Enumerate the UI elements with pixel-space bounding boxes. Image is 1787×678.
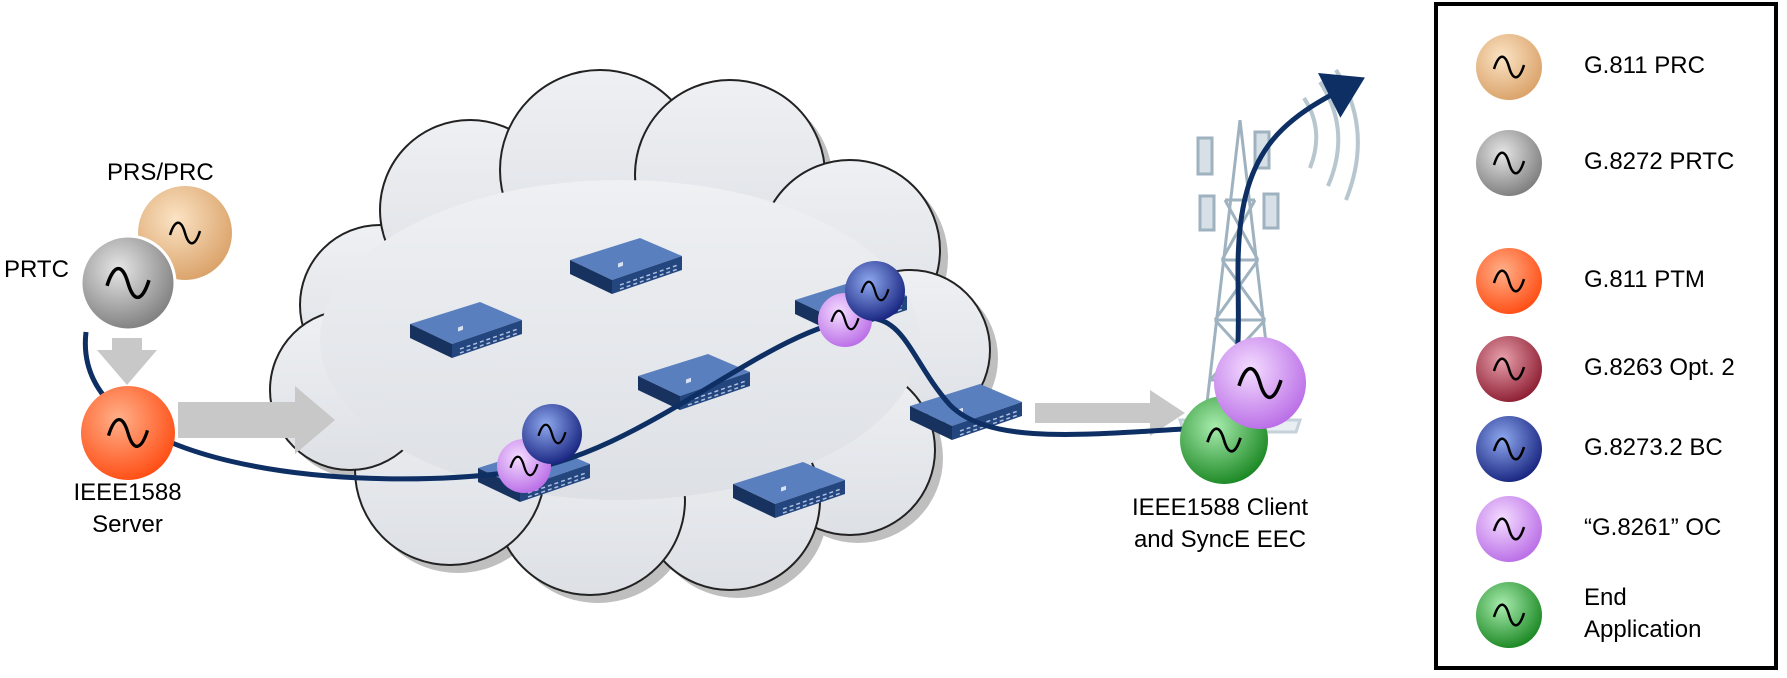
client-label-line2: and SyncE EEC: [1133, 526, 1307, 553]
server-label: IEEE1588 Server: [60, 477, 195, 541]
opt2-clock-icon: [1476, 336, 1542, 402]
legend-label: “G.8261” OC: [1584, 514, 1722, 541]
ptm-clock-icon: [1476, 248, 1542, 314]
oc-client-clock: [1214, 337, 1306, 429]
legend-item-prtc: G.8272 PRTC: [1438, 128, 1774, 208]
legend-label: G.811 PTM: [1584, 266, 1705, 293]
server-label-line1: IEEE1588: [73, 479, 182, 506]
server-label-line2: Server: [92, 511, 163, 538]
legend: G.811 PRC G.8272 PRTC G.811 PTM G.8263 O…: [1434, 2, 1778, 670]
prs-prc-label: PRS/PRC: [107, 159, 214, 186]
network-cloud: [269, 69, 998, 603]
legend-label: G.8272 PRTC: [1584, 148, 1735, 175]
legend-label: G.8273.2 BC: [1584, 434, 1723, 461]
bc-clock-1: [522, 404, 582, 464]
legend-label: G.8263 Opt. 2: [1584, 354, 1735, 381]
flow-arrows: [97, 338, 1185, 454]
legend-item-prc: G.811 PRC: [1438, 32, 1774, 112]
legend-label-line2: Application: [1584, 616, 1702, 643]
legend-label: G.811 PRC: [1584, 52, 1705, 79]
oc-clock-icon: [1476, 496, 1542, 562]
bc-clock-icon: [1476, 416, 1542, 482]
ptm-server-clock: [81, 386, 175, 480]
legend-item-end: End Application: [1438, 580, 1774, 660]
legend-item-opt2: G.8263 Opt. 2: [1438, 334, 1774, 414]
legend-item-ptm: G.811 PTM: [1438, 246, 1774, 326]
sync-path: [83, 73, 1365, 482]
legend-item-oc: “G.8261” OC: [1438, 494, 1774, 574]
prc-clock-icon: [1476, 34, 1542, 100]
prtc-label: PRTC: [4, 256, 69, 283]
prtc-clock: [79, 234, 177, 332]
legend-label: End: [1584, 584, 1627, 611]
client-label: IEEE1588 Client and SyncE EEC: [1110, 492, 1330, 556]
bc-clock-2: [845, 261, 905, 321]
client-label-line1: IEEE1588 Client: [1131, 494, 1309, 521]
prtc-clock-icon: [1476, 130, 1542, 196]
legend-item-bc: G.8273.2 BC: [1438, 414, 1774, 494]
end-application-clock-icon: [1476, 582, 1542, 648]
